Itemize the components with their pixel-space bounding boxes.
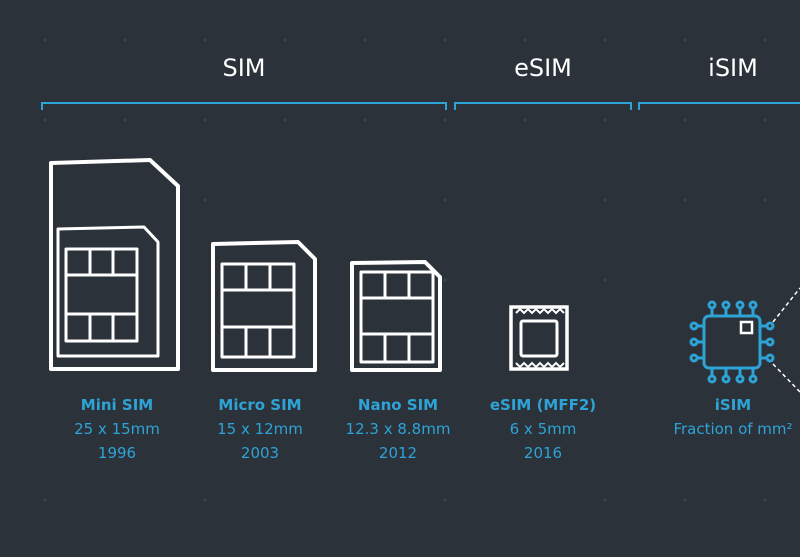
item-name: Nano SIM [357,396,439,414]
isim-label: iSIM Fraction of mm² [653,393,800,441]
isim-processor-icon [689,300,775,384]
sim-group-bracket [41,102,447,110]
mini-sim-label: Mini SIM 25 x 15mm 1996 [37,393,197,465]
item-name: eSIM (MFF2) [489,396,597,414]
item-size: 6 x 5mm [509,420,577,438]
esim-chip-icon [509,305,569,371]
esim-group-bracket [454,102,632,110]
item-year: 2016 [523,444,563,462]
item-name: Mini SIM [80,396,154,414]
item-year: 2003 [240,444,280,462]
sim-group-title: SIM [222,54,266,82]
item-size: 15 x 12mm [217,420,303,438]
item-year: 1996 [97,444,137,462]
micro-sim-card-icon [211,240,317,372]
item-year: 2012 [378,444,418,462]
esim-group-title: eSIM [514,54,572,82]
background-dot-grid [43,38,767,502]
isim-group-title: iSIM [708,54,758,82]
item-size: 25 x 15mm [74,420,160,438]
micro-sim-label: Micro SIM 15 x 12mm 2003 [180,393,340,465]
nano-sim-card-icon [350,260,442,372]
item-name: iSIM [714,396,752,414]
esim-label: eSIM (MFF2) 6 x 5mm 2016 [463,393,623,465]
isim-zoom-lines [772,287,800,393]
item-size: 12.3 x 8.8mm [345,420,451,438]
isim-group-bracket [638,102,800,110]
nano-sim-label: Nano SIM 12.3 x 8.8mm 2012 [318,393,478,465]
item-size: Fraction of mm² [673,420,793,438]
item-name: Micro SIM [218,396,302,414]
mini-sim-card-icon [49,158,180,371]
